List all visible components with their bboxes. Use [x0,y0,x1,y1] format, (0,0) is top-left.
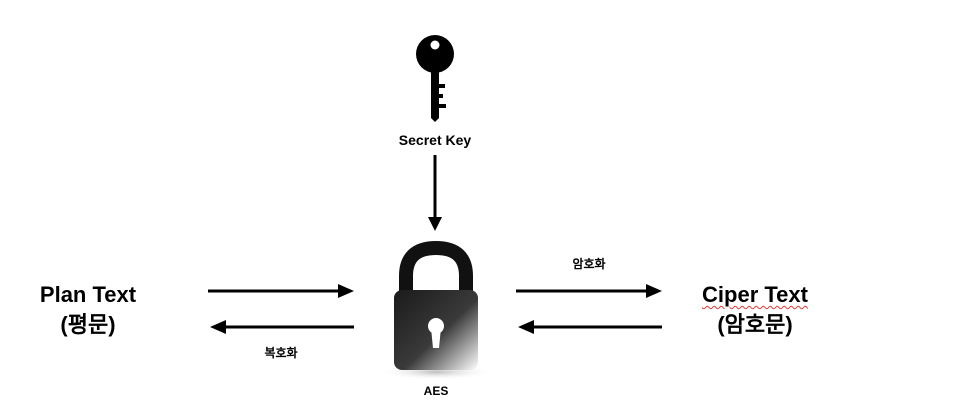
aes-label: AES [423,384,449,398]
padlock-icon [378,240,494,380]
cipher-text-subtitle: (암호문) [717,312,793,337]
key-to-lock-arrow [428,155,442,231]
plain-text-title: Plan Text [39,282,137,307]
plain-text-subtitle: (평문) [60,312,116,337]
secret-key-label: Secret Key [398,132,472,148]
cipher-text-title: Ciper Text [680,281,830,309]
encrypt-label: 암호화 [572,257,606,271]
key-icon [416,35,454,122]
lock-to-cipher-arrow [516,284,662,298]
cipher-to-lock-arrow [518,320,662,334]
plain-to-lock-arrow [208,284,354,298]
decrypt-label: 복호화 [264,346,298,360]
cipher-text-title-text: Ciper Text [702,282,808,307]
lock-to-plain-arrow [210,320,354,334]
